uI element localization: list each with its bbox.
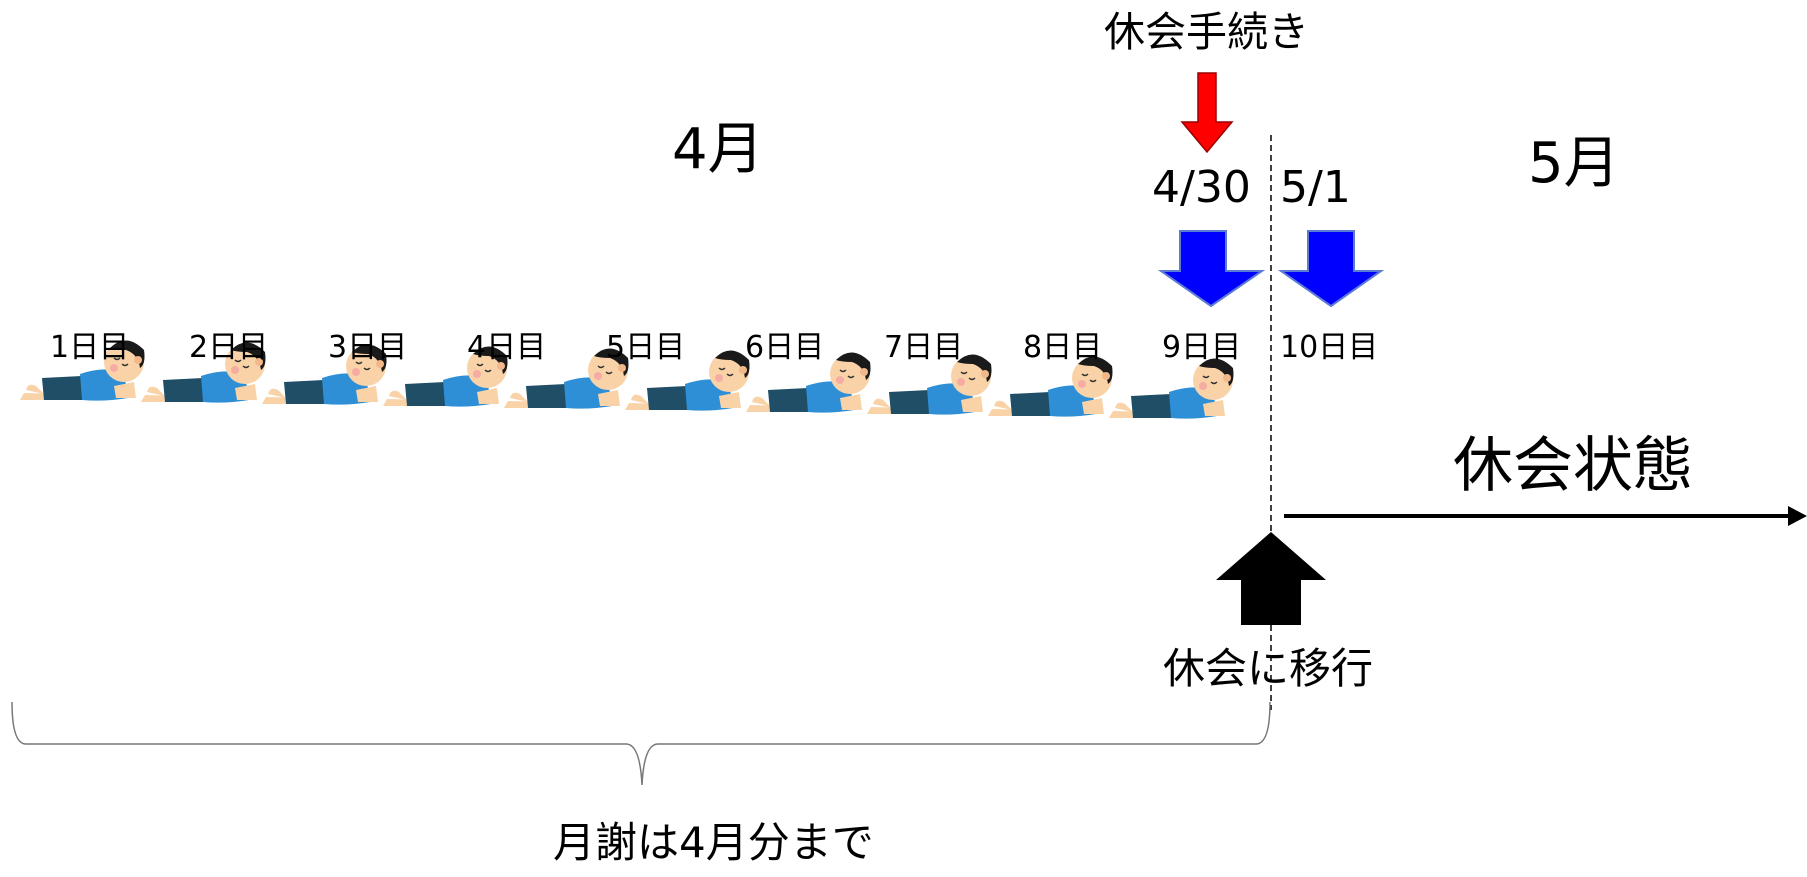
date-may1-label: 5/1: [1280, 162, 1351, 213]
fee-period-brace: [11, 701, 1271, 786]
day-label: 10日目: [1280, 330, 1379, 365]
date-apr30-label: 4/30: [1152, 162, 1251, 213]
month-may-label: 5月: [1528, 131, 1620, 196]
day-label: 3日目: [328, 330, 408, 365]
day-label: 6日目: [745, 330, 825, 365]
sleeping-child-icon: [987, 355, 1114, 418]
day-label: 4日目: [467, 330, 547, 365]
red-down-arrow-icon: [1180, 72, 1234, 154]
day-label: 8日目: [1023, 330, 1103, 365]
sleeping-child-icon: [1108, 357, 1235, 420]
black-up-arrow-icon: [1216, 532, 1326, 625]
month-april-label: 4月: [672, 117, 764, 182]
status-arrow-head: [1788, 506, 1807, 526]
day-label: 7日目: [884, 330, 964, 365]
day-label: 1日目: [50, 330, 130, 365]
status-label: 休会状態: [1453, 431, 1693, 501]
blue-down-arrow-icon: [1157, 230, 1266, 308]
day-label: 2日目: [189, 330, 269, 365]
blue-down-arrow-icon: [1277, 230, 1385, 308]
day-label: 5日目: [606, 330, 686, 365]
transition-label: 休会に移行: [1163, 644, 1374, 693]
procedure-label: 休会手続き: [1104, 8, 1309, 56]
day-label: 9日目: [1162, 330, 1242, 365]
fee-note-label: 月謝は4月分まで: [553, 818, 874, 867]
